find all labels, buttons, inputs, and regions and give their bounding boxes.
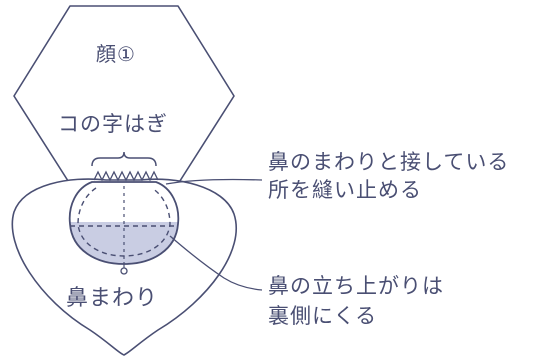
annotation-upper-line1: 鼻のまわりと接している: [268, 150, 510, 174]
ladder-stitch-zigzag: [93, 170, 159, 182]
annotation-lower-line1: 鼻の立ち上がりは: [268, 274, 444, 298]
ladder-stitch-label: コの字はぎ: [58, 112, 168, 136]
leader-line-upper: [165, 178, 263, 185]
nose-surround-label: 鼻まわり: [66, 286, 159, 311]
leader-line-lower: [169, 235, 263, 291]
stitch-brace: [91, 151, 157, 167]
annotation-lower-line2: 裏側にくる: [268, 304, 378, 328]
annotation-upper-line2: 所を縫い止める: [268, 178, 422, 202]
face-piece-label: 顔①: [96, 42, 136, 66]
stitch-knot: [120, 267, 128, 275]
face-piece-outline: [13, 5, 235, 185]
